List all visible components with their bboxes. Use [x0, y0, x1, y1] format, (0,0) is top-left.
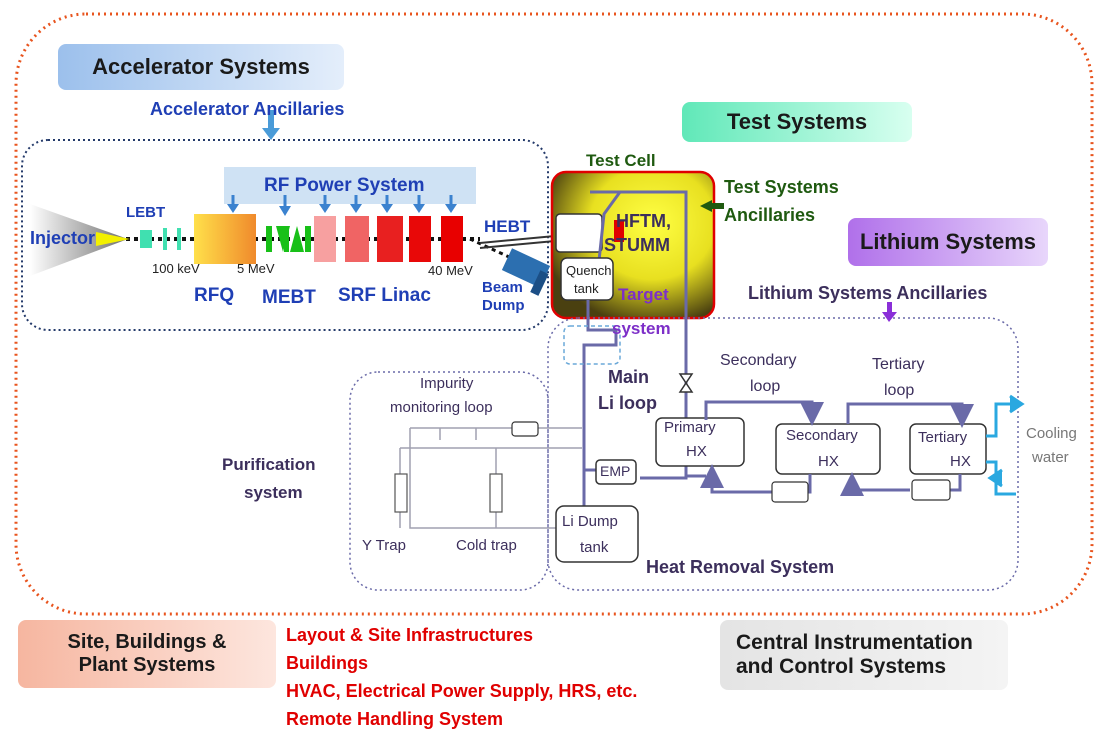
injector-cone: [30, 204, 128, 276]
site-banner-line-2: Plant Systems: [78, 654, 216, 676]
rf-power-band: [224, 167, 476, 204]
site-banner-line-1: Site, Buildings &: [67, 631, 227, 653]
impurity-loop-label-1: Impurity: [420, 375, 474, 392]
primary-hx-label-2: HX: [686, 443, 707, 460]
purification-label-2: system: [244, 483, 303, 502]
control-banner-line-1: Central Instrumentation: [736, 630, 973, 654]
hftm-label-2: STUMM: [604, 235, 670, 255]
lithium-region: [547, 317, 1019, 591]
li-dump-tank: [555, 505, 639, 563]
rfq-label: RFQ: [194, 285, 235, 306]
lithium-systems-banner: Lithium Systems: [859, 229, 1037, 255]
impurity-loop-label-2: monitoring loop: [390, 399, 493, 416]
accelerator-ancillaries-label: Accelerator Ancillaries: [150, 99, 345, 119]
rf-power-system-label: RF Power System: [264, 175, 425, 196]
secondary-hx-label-2: HX: [818, 453, 839, 470]
cooling-water-label-2: water: [1032, 449, 1069, 466]
secondary-hx-label-1: Secondary: [786, 427, 858, 444]
beam-dump-label-1: Beam: [482, 279, 523, 296]
main-li-loop-label-1: Main: [608, 367, 650, 387]
target-element: [614, 220, 624, 242]
accelerator-region: [21, 139, 549, 331]
hftm-label-1: HFTM,: [616, 211, 671, 231]
srf-linac-label: SRF Linac: [338, 285, 431, 306]
secondary-hx: [775, 423, 881, 475]
cold-trap-label: Cold trap: [456, 537, 517, 554]
srf-cryomodule: [377, 216, 403, 262]
heat-removal-label: Heat Removal System: [646, 557, 835, 577]
energy-40mev-label: 40 MeV: [428, 263, 473, 278]
energy-100kev-label: 100 keV: [152, 261, 200, 276]
site-item-hvac: HVAC, Electrical Power Supply, HRS, etc.: [286, 681, 638, 701]
lithium-ancillaries-label: Lithium Systems Ancillaries: [748, 283, 988, 303]
test-ancillaries-label-1: Test Systems: [724, 177, 839, 197]
site-item-layout: Layout & Site Infrastructures: [286, 625, 534, 645]
primary-hx-label-1: Primary: [664, 419, 716, 436]
tertiary-loop-label-2: loop: [884, 382, 915, 399]
srf-cryomodule: [409, 216, 431, 262]
accelerator-banner-bg: [58, 44, 344, 90]
test-banner-bg: [682, 102, 912, 142]
tertiary-loop-label-1: Tertiary: [872, 356, 925, 373]
site-item-buildings: Buildings: [286, 653, 368, 673]
quench-tank-label-2: tank: [574, 281, 599, 296]
target-system-label-1: Target: [618, 285, 669, 304]
target-system-label-2: system: [612, 319, 671, 338]
tertiary-hx-label-2: HX: [950, 453, 971, 470]
emp-box: [595, 459, 637, 485]
tertiary-hx: [909, 423, 987, 475]
site-item-remote-handling: Remote Handling System: [286, 709, 504, 729]
test-ancillaries-label-2: Ancillaries: [724, 205, 816, 225]
control-banner-bg: [720, 620, 1008, 690]
quench-tank-label-1: Quench: [566, 263, 612, 278]
lebt-label: LEBT: [126, 204, 166, 221]
test-cell-label: Test Cell: [586, 151, 656, 170]
tertiary-hx-label-1: Tertiary: [918, 429, 968, 446]
rfq-block: [194, 214, 256, 264]
beam-dump-label-2: Dump: [482, 297, 525, 314]
test-systems-banner: Test Systems: [726, 109, 868, 135]
mebt-label: MEBT: [262, 287, 316, 308]
central-control-banner: Central Instrumentation and Control Syst…: [720, 620, 1008, 690]
site-banner-bg: [18, 620, 276, 688]
secondary-loop-label-1: Secondary: [720, 352, 797, 369]
control-banner-line-2: and Control Systems: [736, 655, 947, 678]
srf-cryomodule: [345, 216, 369, 262]
energy-5mev-label: 5 MeV: [237, 261, 275, 276]
emp-label: EMP: [600, 463, 631, 479]
li-dump-tank-label-1: Li Dump: [562, 513, 618, 530]
purification-label-1: Purification: [222, 455, 316, 474]
injector-label: Injector: [30, 228, 96, 248]
accelerator-systems-banner: Accelerator Systems: [92, 54, 310, 80]
hebt-label: HEBT: [484, 217, 531, 236]
li-dump-tank-label-2: tank: [580, 539, 609, 556]
main-li-loop-label-2: Li loop: [598, 393, 657, 413]
site-buildings-banner: Site, Buildings & Plant Systems: [18, 620, 276, 688]
lithium-banner-bg: [848, 218, 1048, 266]
srf-cryomodule: [441, 216, 463, 262]
purification-region: [349, 371, 549, 591]
y-trap-label: Y Trap: [362, 537, 406, 554]
cooling-water-label-1: Cooling: [1026, 425, 1077, 442]
facility-boundary: [14, 12, 1094, 616]
secondary-loop-label-2: loop: [750, 378, 781, 395]
srf-cryomodule: [314, 216, 336, 262]
